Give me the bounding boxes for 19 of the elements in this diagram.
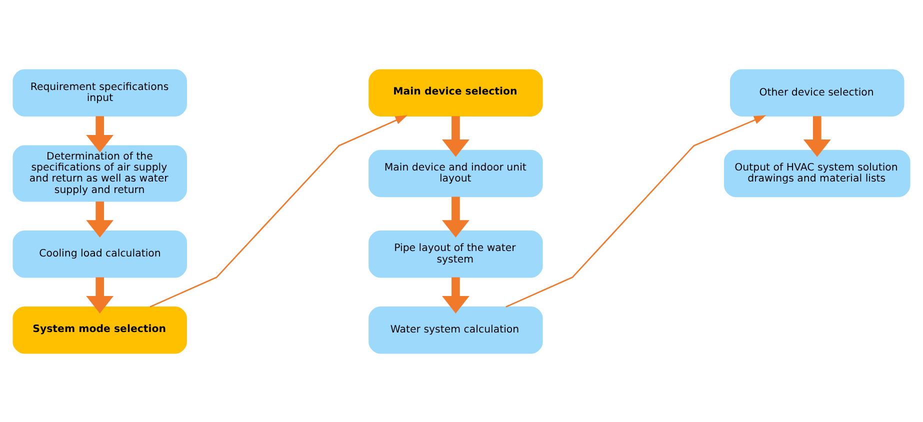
node-box: Main device selection bbox=[368, 68, 543, 116]
node-box: Other device selection bbox=[730, 68, 904, 116]
arrow bbox=[442, 116, 470, 156]
node-box: Output of HVAC system solution drawings and material lists bbox=[724, 149, 910, 197]
arrow bbox=[150, 114, 408, 308]
arrow bbox=[506, 114, 766, 308]
node-box: Cooling load calculation bbox=[12, 230, 187, 278]
node-box: Determination of the specifications of air supply and return as well as water supply and return bbox=[12, 144, 187, 202]
node-box: Pipe layout of the water system bbox=[368, 230, 543, 278]
arrow bbox=[86, 201, 114, 237]
arrow bbox=[442, 276, 470, 313]
arrow bbox=[86, 276, 114, 313]
node-box: Main device and indoor unit layout bbox=[368, 149, 543, 197]
node-box: Water system calculation bbox=[368, 306, 543, 354]
node-box: System mode selection bbox=[12, 306, 187, 354]
arrow bbox=[86, 116, 114, 152]
arrow bbox=[442, 196, 470, 238]
node-box: Requirement specifications input bbox=[12, 68, 187, 116]
arrow bbox=[803, 116, 831, 156]
